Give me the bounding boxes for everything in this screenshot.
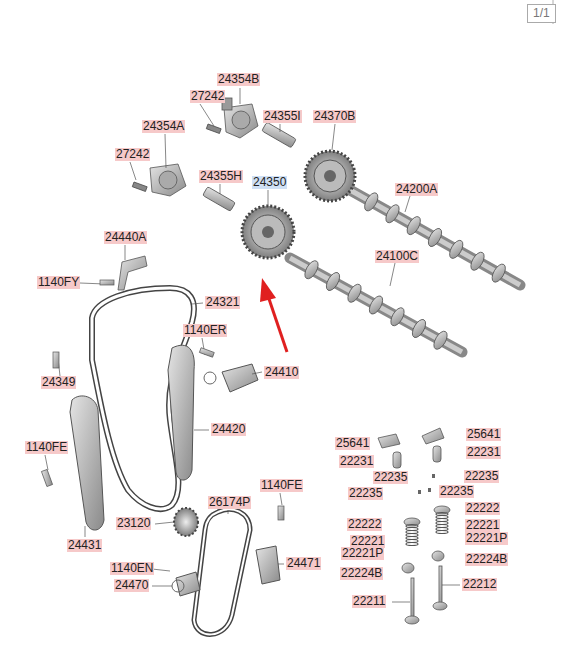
callout-number: 25641	[466, 428, 501, 441]
callout-number: 24100C	[375, 250, 419, 263]
callout-number: 23120	[116, 517, 151, 530]
callout-number: 24440A	[104, 231, 147, 244]
callout-number: 24354A	[142, 120, 185, 133]
callout-number: 1140EN	[110, 562, 154, 575]
callout-number: 24471	[286, 557, 321, 570]
callout-number: 24431	[67, 539, 102, 552]
callout-number: 25641	[335, 437, 370, 450]
callout-number: 24355I	[263, 110, 302, 123]
callout-number: 22221P	[341, 547, 384, 560]
callout-number: 22224B	[340, 567, 383, 580]
callout-number: 22212	[462, 578, 497, 591]
callout-number: 1140ER	[183, 324, 227, 337]
callout-number: 22224B	[465, 553, 508, 566]
callout-number: 24370B	[313, 110, 356, 123]
callout-number: 22211	[352, 595, 386, 608]
callout-number: 1140FY	[37, 276, 80, 289]
page-number: 1/1	[527, 4, 556, 23]
callout-number: 24350	[252, 176, 287, 189]
callout-number: 22235	[373, 471, 408, 484]
callout-number: 22221	[465, 519, 500, 532]
callout-number: 24410	[264, 366, 299, 379]
callout-number: 27242	[115, 148, 150, 161]
callout-number: 24355H	[199, 170, 243, 183]
callout-number: 24354B	[217, 73, 260, 86]
callout-number: 22235	[464, 470, 499, 483]
callout-number: 22222	[465, 502, 500, 515]
callout-number: 22231	[466, 446, 501, 459]
callout-number: 22222	[347, 518, 382, 531]
callout-number: 24200A	[395, 183, 438, 196]
callout-number: 1140FE	[25, 441, 68, 454]
callout-number: 24420	[211, 423, 246, 436]
callout-number: 22235	[439, 485, 474, 498]
callout-number: 26174P	[208, 496, 251, 509]
callout-number: 24470	[114, 579, 149, 592]
callout-number: 24321	[205, 296, 240, 309]
callout-number: 24349	[41, 376, 76, 389]
callout-number: 1140FE	[260, 479, 303, 492]
callout-number: 27242	[190, 90, 225, 103]
callout-number: 22235	[348, 487, 383, 500]
callout-number: 22231	[339, 455, 374, 468]
callout-number: 22221P	[465, 532, 508, 545]
